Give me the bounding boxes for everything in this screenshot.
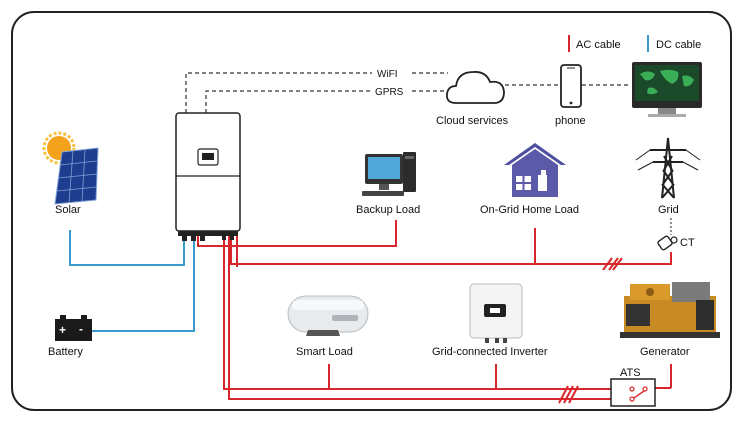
solar-label: Solar (55, 204, 81, 216)
computer-icon (362, 152, 416, 196)
ats-cable (228, 236, 629, 400)
house-icon (504, 143, 566, 197)
wifi-label: WiFI (377, 69, 398, 80)
svg-text:-: - (79, 322, 83, 336)
water-heater-icon (287, 295, 369, 336)
grid-label: Grid (658, 204, 679, 216)
backup-load-label: Backup Load (356, 204, 420, 216)
dc-cables (69, 230, 195, 332)
gprs-line-a (205, 90, 372, 113)
generator-label: Generator (640, 346, 690, 358)
wifi-line-a (185, 72, 372, 113)
svg-text:+: + (59, 323, 66, 337)
ac-legend-label: AC cable (576, 39, 621, 51)
gprs-label: GPRS (375, 87, 404, 98)
dc-legend-label: DC cable (656, 39, 701, 51)
inverter-small-icon (469, 283, 523, 343)
grid-cable-upper (230, 236, 672, 265)
ac-cables (197, 220, 672, 400)
comm-links (185, 72, 630, 113)
phone-icon (560, 64, 582, 108)
inverter-icon (175, 112, 241, 241)
ats-label: ATS (620, 367, 641, 379)
generator-icon (620, 282, 720, 338)
backup-load-cable (197, 220, 397, 247)
cloud-label: Cloud services (436, 115, 509, 127)
monitor-icon (632, 62, 702, 117)
solar-panel-icon (54, 147, 99, 205)
home-load-label: On-Grid Home Load (480, 204, 579, 216)
solar-dc-cable (69, 230, 185, 266)
smart-load-cable (223, 236, 629, 390)
legend: AC cable DC cable (568, 35, 701, 52)
grid-inverter-label: Grid-connected Inverter (432, 346, 548, 358)
ats-icon (610, 378, 656, 407)
battery-dc-cable (92, 236, 195, 332)
ct-clamp-icon (657, 218, 678, 251)
battery-icon: + - (55, 315, 92, 341)
break-marks (558, 257, 623, 404)
phone-label: phone (555, 115, 586, 127)
cloud-icon (446, 71, 505, 104)
smart-load-label: Smart Load (296, 346, 353, 358)
pylon-icon (635, 137, 701, 199)
diagram-frame (11, 11, 732, 411)
battery-label: Battery (48, 346, 83, 358)
ct-label: CT (680, 237, 695, 249)
